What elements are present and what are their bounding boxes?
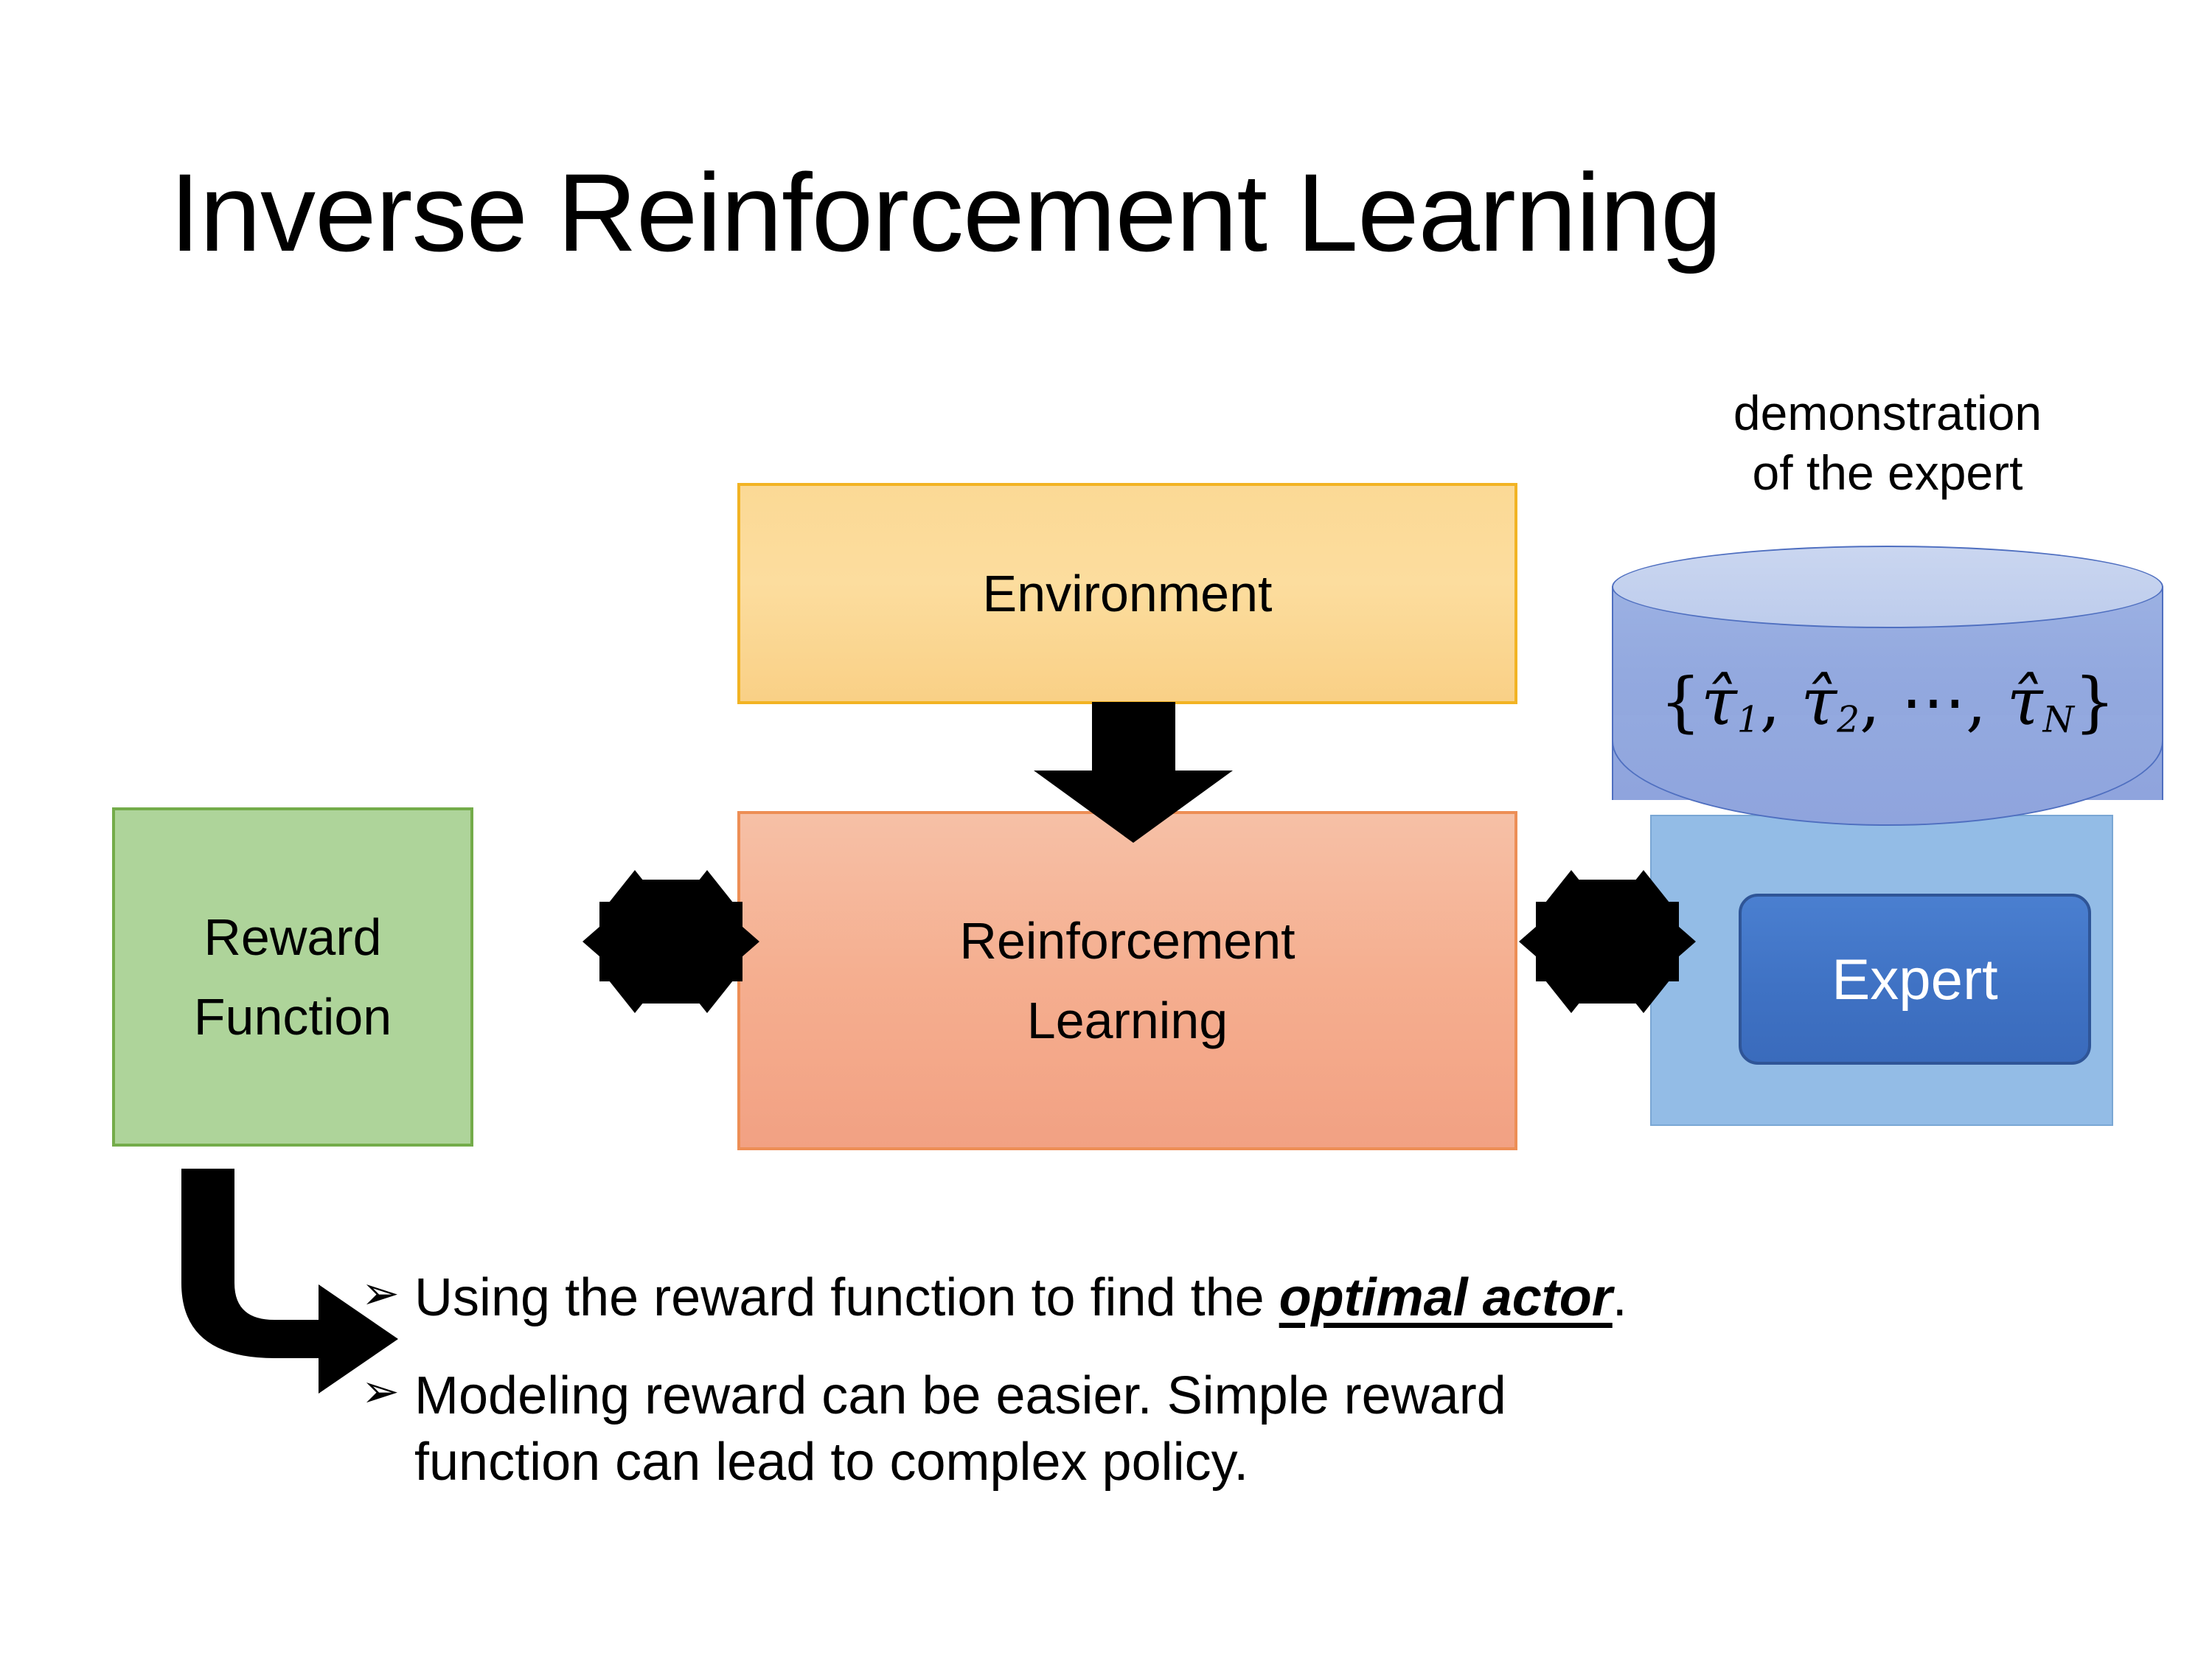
list-item: ➢ Modeling reward can be easier. Simple …: [361, 1363, 2057, 1496]
environment-box-label: Environment: [982, 565, 1273, 622]
reward-function-box[interactable]: Reward Function: [112, 807, 473, 1147]
demonstration-caption-line2: of the expert: [1752, 445, 2023, 500]
bullet-1-text: Using the reward function to find the op…: [414, 1265, 2057, 1332]
demonstration-caption-line1: demonstration: [1733, 386, 2042, 440]
bullet-1-emphasis: optimal actor: [1279, 1268, 1613, 1327]
rl-box-label-line2: Learning: [1026, 992, 1228, 1049]
quad-arrow-left-icon: [582, 870, 759, 1013]
reward-box-label-line1: Reward: [204, 908, 382, 966]
reward-box-label-line2: Function: [193, 988, 392, 1046]
cylinder-top-ellipse: [1612, 546, 2163, 628]
bullet-2-text: Modeling reward can be easier. Simple re…: [414, 1363, 2057, 1496]
expert-box-label: Expert: [1832, 946, 1998, 1012]
bullet-list: ➢ Using the reward function to find the …: [361, 1265, 2057, 1527]
bullet-1-text-after: .: [1612, 1268, 1627, 1327]
demonstration-caption: demonstration of the expert: [1615, 383, 2160, 502]
trajectory-cylinder: {τ̂1, τ̂2, ⋯, τ̂N}: [1612, 546, 2163, 841]
environment-box[interactable]: Environment: [737, 483, 1517, 704]
bullet-2-line1: Modeling reward can be easier. Simple re…: [414, 1366, 1506, 1425]
list-item: ➢ Using the reward function to find the …: [361, 1265, 2057, 1332]
reinforcement-learning-box[interactable]: Reinforcement Learning: [737, 811, 1517, 1150]
rl-box-label-line1: Reinforcement: [959, 911, 1295, 970]
page-title: Inverse Reinforcement Learning: [170, 150, 1722, 274]
trajectory-set-label: {τ̂1, τ̂2, ⋯, τ̂N}: [1660, 664, 2115, 741]
bullet-marker-icon: ➢: [361, 1268, 400, 1319]
bullet-marker-icon: ➢: [361, 1366, 400, 1417]
bullet-1-text-before: Using the reward function to find the: [414, 1268, 1279, 1327]
bullet-2-line2: function can lead to complex policy.: [414, 1433, 1249, 1492]
expert-box[interactable]: Expert: [1739, 894, 2091, 1065]
